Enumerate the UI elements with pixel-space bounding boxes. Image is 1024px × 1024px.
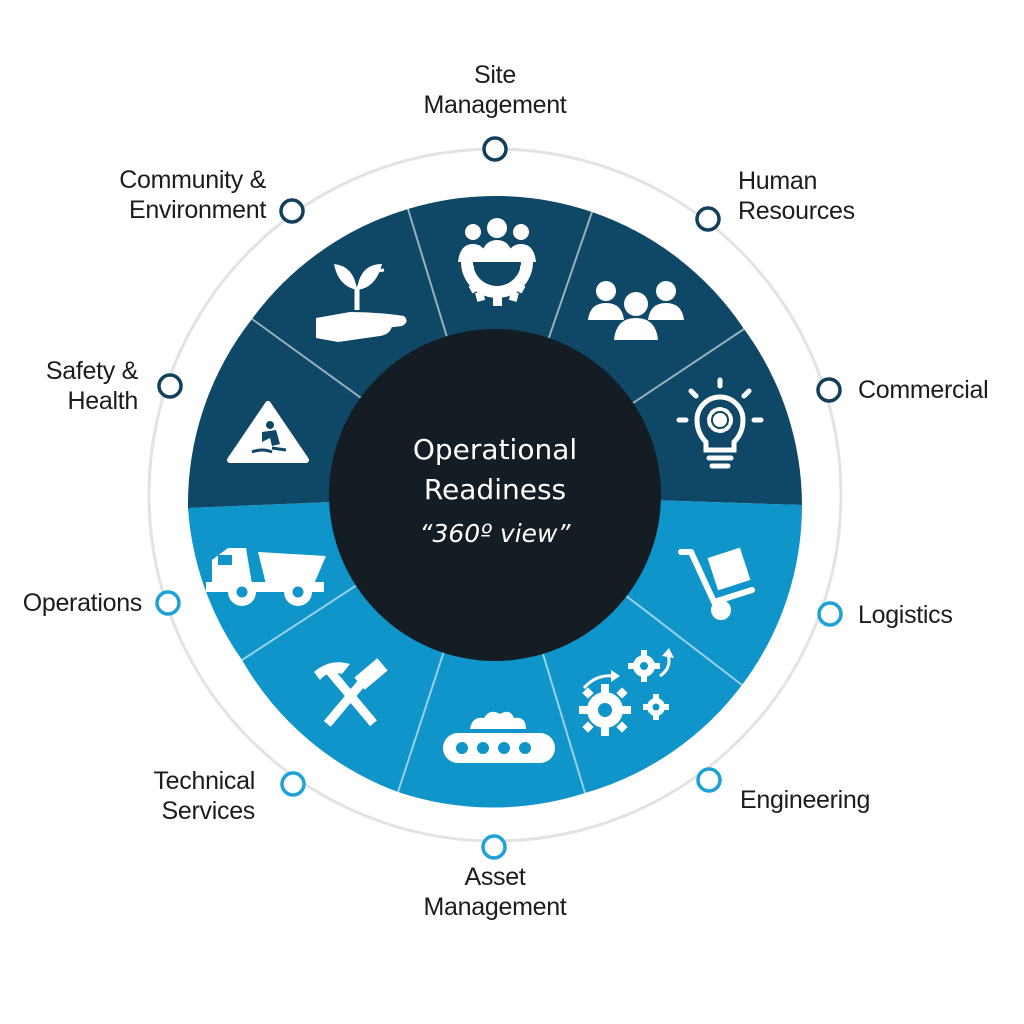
center-title-line-1: Operational [412,433,578,466]
dot-logistics [817,601,843,627]
team-gear-icon [458,218,536,306]
center-label: Operational Readiness “360º view” [335,430,655,554]
dot-operations [155,590,181,616]
label-asset-management: Asset Management [423,863,567,921]
label-safety-health: Safety & Health [45,357,138,415]
center-title-line-2: Readiness [423,473,567,506]
label-human-resources: Human Resources [738,167,855,225]
dot-human-resources [695,206,721,232]
dot-safety-health [157,373,183,399]
hand-truck-icon [678,547,755,620]
dot-commercial [816,377,842,403]
dot-technical-services [280,771,306,797]
hammer-pick-icon [314,658,388,727]
dump-truck-icon [206,548,326,606]
center-subtitle: “360º view” [419,519,571,548]
label-commercial: Commercial [858,376,989,404]
conveyor-icon [443,711,555,763]
label-operations: Operations [22,589,143,617]
label-logistics: Logistics [858,601,953,629]
people-group-icon [588,281,684,340]
label-site-management: Site Management [423,61,567,119]
dot-engineering [696,767,722,793]
label-community-environment: Community & Environment [119,166,266,224]
dot-site-management [482,136,508,162]
gears-icon [579,648,674,736]
label-engineering: Engineering [740,786,871,814]
label-technical-services: Technical Services [153,767,255,825]
dot-asset-management [481,834,507,860]
lightbulb-gear-icon [676,377,764,469]
plant-hand-icon [316,264,407,342]
center-disc [329,329,661,661]
slip-warning-icon [227,401,309,463]
dot-community-environment [279,198,305,224]
ring-dots [155,136,843,860]
